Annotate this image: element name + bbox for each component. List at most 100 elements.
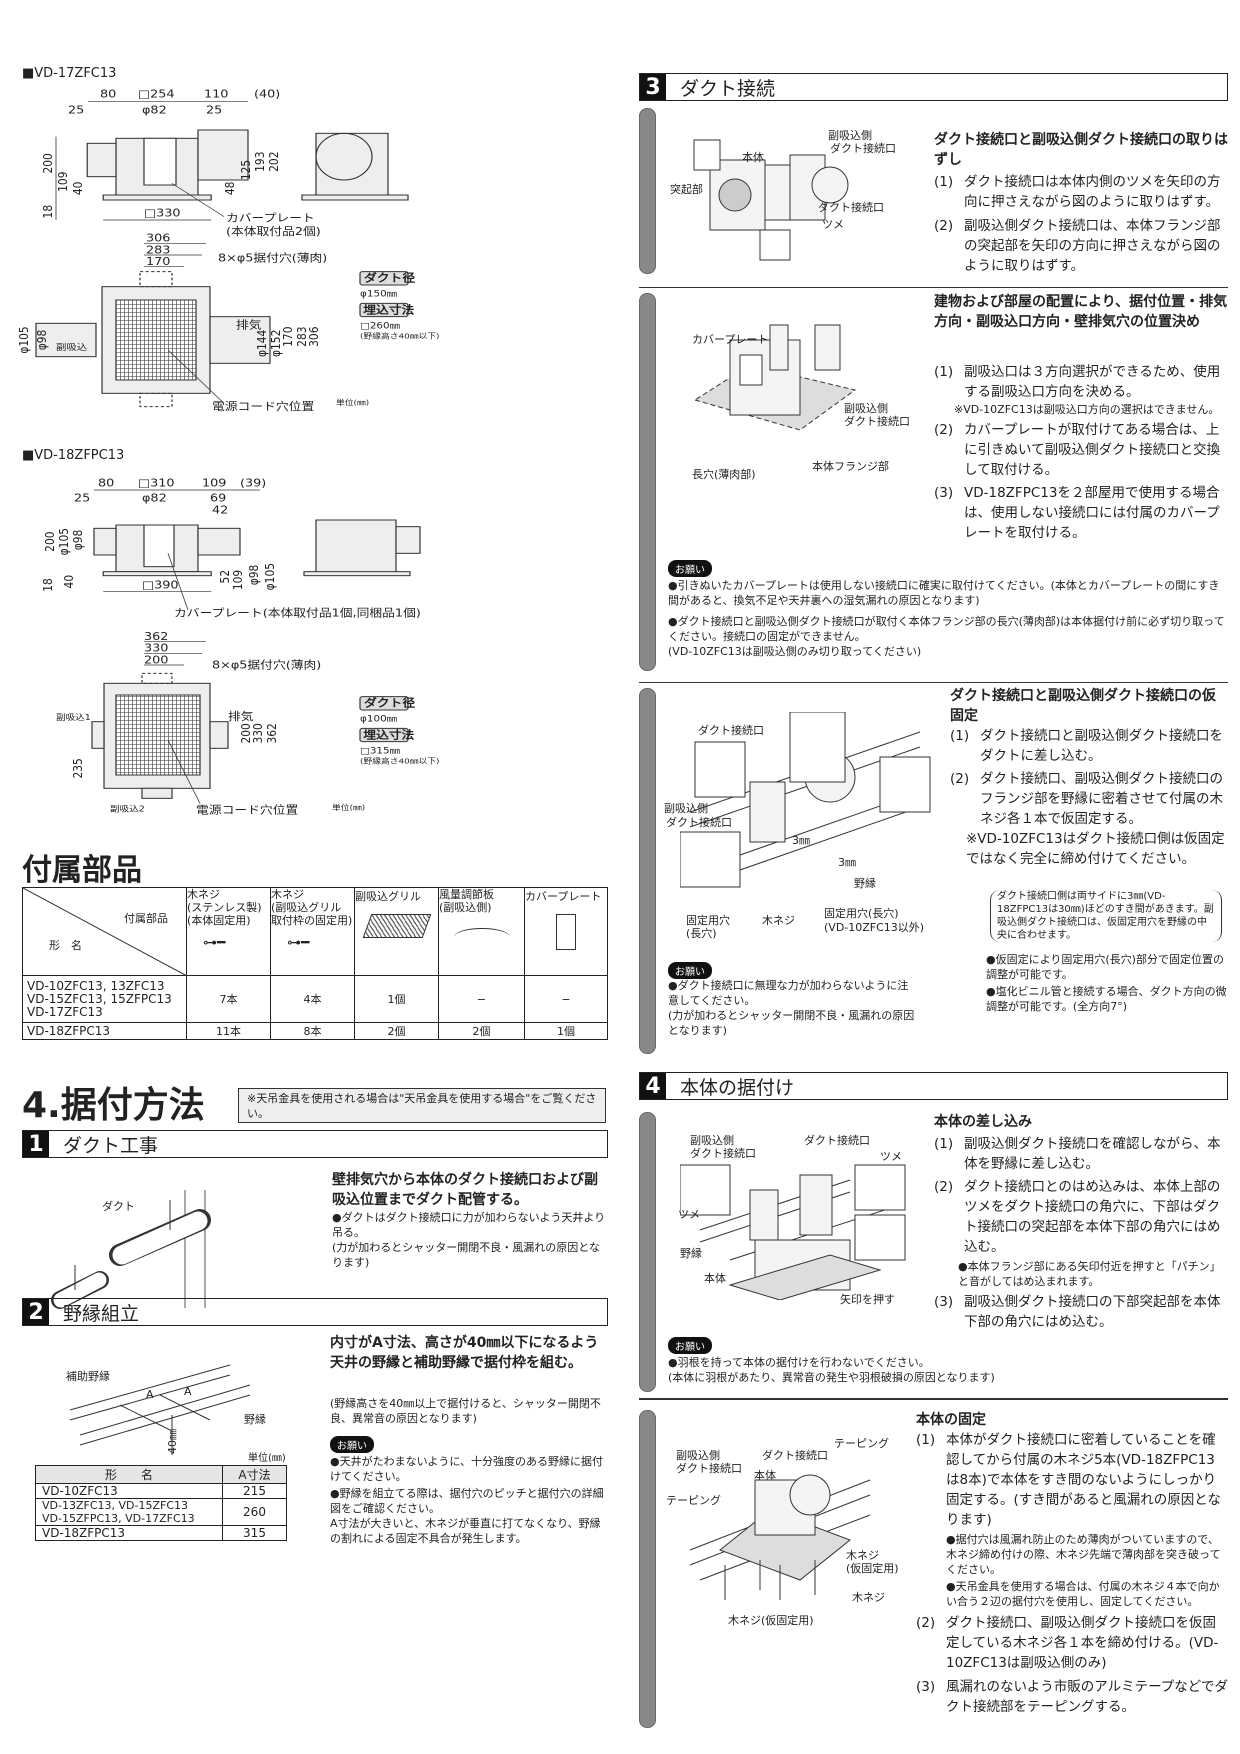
col-header: 副吸込グリル bbox=[354, 887, 439, 976]
illus-label: 副吸込側 bbox=[844, 402, 888, 415]
dim-text: φ82 bbox=[142, 492, 167, 505]
dim-text: 25 bbox=[206, 103, 222, 116]
dim-text: □310 bbox=[138, 477, 174, 490]
illus-label: テーピング bbox=[834, 1437, 889, 1450]
duct-diameter-value: φ150㎜ bbox=[360, 289, 398, 299]
text: 7本 bbox=[186, 975, 271, 1023]
divider bbox=[639, 287, 1228, 288]
dim-text: 362 bbox=[144, 630, 168, 643]
embed-size-value: □260㎜ bbox=[360, 321, 401, 331]
grille-icon bbox=[362, 914, 431, 938]
text: ダクト接続口は本体内側のツメを矢印の方向に押さえながら図のように取りはずす。 bbox=[964, 174, 1221, 210]
dim-text: 18 bbox=[40, 578, 55, 592]
temp-fix-illustration bbox=[680, 712, 931, 888]
dim-text: 330 bbox=[144, 642, 168, 655]
text: (1) bbox=[950, 728, 970, 744]
illus-label: 副吸込側 bbox=[676, 1449, 720, 1462]
dim-text: 330 bbox=[250, 723, 265, 743]
dim-text: 362 bbox=[264, 723, 279, 743]
step-items: (1) 本体がダクト接続口に密着していることを確認してから付属の木ネジ5本(VD-… bbox=[916, 1430, 1228, 1717]
text: 215 bbox=[222, 1483, 287, 1499]
illus-label: (長穴) bbox=[686, 927, 717, 940]
text: 2 bbox=[23, 1299, 49, 1325]
illus-label: カバープレート bbox=[692, 333, 769, 346]
dim-text: 25 bbox=[74, 492, 90, 505]
info-bullet: ●仮固定により固定用穴(長穴)部分で固定位置の調整が可能です。 bbox=[986, 953, 1224, 981]
embed-size-badge: 埋込寸法 bbox=[363, 728, 414, 741]
model-label-vd17: ■VD-17ZFC13 bbox=[22, 66, 117, 81]
text: ●天吊金具を使用する場合は、付属の木ネジ４本で向かい合う２辺の据付穴を使用し、固… bbox=[946, 1580, 1220, 1608]
dim-text: 200 bbox=[238, 723, 253, 743]
text: 野縁組立 bbox=[63, 1302, 140, 1325]
illus-label: 野縁 bbox=[854, 877, 876, 890]
duct-work-heading: 壁排気穴から本体のダクト接続口および副吸込位置までダクト配管する。 bbox=[332, 1172, 598, 1208]
text: 本体の据付け bbox=[680, 1076, 795, 1099]
vd17-dimension-drawing: 80 □254 110 (40) 25 φ82 25 200 109 40 18… bbox=[16, 87, 439, 412]
text: 1個 bbox=[524, 1022, 608, 1040]
dim-text: 283 bbox=[146, 243, 170, 256]
dim-text: 80 bbox=[100, 87, 116, 100]
illus-label: ツメ bbox=[822, 218, 844, 231]
text: ●本体フランジ部にある矢印付近を押すと「パチン」と音がしてはめ込まれます。 bbox=[958, 1260, 1221, 1288]
illus-label: 本体 bbox=[754, 1469, 776, 1482]
unit-label: 単位(㎜) bbox=[336, 398, 369, 407]
text: ダクト接続口、副吸込側ダクト接続口を仮固定している木ネジ各１本を締め付ける。(V… bbox=[946, 1615, 1219, 1671]
dim-text: □390 bbox=[142, 578, 178, 591]
caution-bullet: ●羽根を持って本体の据付けを行わないでください。 (本体に羽根があたり、異常音の… bbox=[668, 1356, 995, 1384]
text: 副吸込側ダクト接続口は、本体フランジ部の突起部を矢印の方向に押さえながら図のよう… bbox=[964, 218, 1221, 274]
frame-illustration bbox=[69, 1364, 251, 1455]
screw-icon: ⊶━ bbox=[287, 935, 310, 951]
step-bar-4-1 bbox=[639, 1112, 656, 1392]
caution-badge: お願い bbox=[668, 960, 712, 979]
step-heading: 建物および部屋の配置により、据付位置・排気方向・副吸込口方向・壁排気穴の位置決め bbox=[934, 294, 1228, 330]
text: 風漏れのないよう市販のアルミテープなどでダクト接続部をテーピングする。 bbox=[946, 1679, 1229, 1715]
text: 副吸込側ダクト接続口を確認しながら、本体を野縁に差し込む。 bbox=[964, 1136, 1221, 1172]
illus-label: 野縁 bbox=[680, 1247, 702, 1260]
exhaust-label: 排気 bbox=[236, 318, 262, 331]
caution-bullet: ●野縁を組立てる際は、据付穴のピッチと据付穴の詳細図をご確認ください。 A寸法が… bbox=[330, 1487, 604, 1545]
step-bar-4-2 bbox=[639, 1410, 656, 1728]
divider bbox=[639, 1398, 1228, 1400]
install-note: ※天吊金具を使用される場合は"天吊金具を使用する場合"をご覧ください。 bbox=[238, 1088, 606, 1123]
direction-illustration bbox=[693, 324, 857, 431]
text: (1) bbox=[916, 1432, 936, 1448]
dim-text: 109 bbox=[202, 477, 226, 490]
dim-text: 109 bbox=[55, 171, 70, 191]
caution-bullet: ●引きぬいたカバープレートは使用しない接続口に確実に取付けてください。(本体とカ… bbox=[668, 579, 1220, 607]
embed-size-badge: 埋込寸法 bbox=[363, 303, 414, 316]
dim-40-label: 40㎜ bbox=[166, 1429, 179, 1454]
text: 木ネジ (副吸込グリル 取付枠の固定用) bbox=[271, 888, 353, 927]
cover-plate-icon bbox=[556, 914, 576, 950]
damper-plate-icon bbox=[453, 928, 510, 946]
text: − bbox=[524, 975, 608, 1023]
text: ダクト接続 bbox=[680, 77, 776, 100]
step-items: (1)副吸込口は３方向選択ができるため、使用する副吸込口方向を決める。 ※VD-… bbox=[934, 362, 1228, 543]
text: (1) bbox=[934, 1136, 954, 1152]
illus-label: 副吸込側 bbox=[690, 1134, 734, 1147]
embed-size-note: (野縁高さ40㎜以下) bbox=[360, 331, 439, 340]
dim-text: φ105 bbox=[262, 563, 277, 590]
cover-plate-label: カバープレート(本体取付品1個,同梱品1個) bbox=[174, 607, 421, 620]
text: VD-13ZFC13, VD-15ZFC13 VD-15ZFPC13, VD-1… bbox=[35, 1498, 223, 1526]
frame-sub: (野縁高さを40㎜以上で据付けると、シャッター開閉不良、異常音の原因となります) bbox=[330, 1397, 601, 1425]
dim-text: 80 bbox=[98, 477, 114, 490]
duct-removal-illustration bbox=[693, 139, 849, 261]
step-bar-2 bbox=[639, 293, 656, 671]
caution-bullet: ●ダクト接続口に無理な力が加わらないように注意してください。 (力が加わるとシャ… bbox=[668, 979, 915, 1037]
text: (3) bbox=[934, 1294, 954, 1310]
dim-text: 283 bbox=[294, 326, 309, 346]
diagonal-line bbox=[23, 888, 187, 976]
dim-text: (40) bbox=[254, 87, 280, 100]
illus-label: 3㎜ bbox=[792, 834, 810, 847]
text: 本体がダクト接続口に密着していることを確認してから付属の木ネジ5本(VD-18Z… bbox=[946, 1432, 1221, 1528]
text: (3) bbox=[916, 1679, 936, 1695]
illus-label: 本体 bbox=[742, 151, 764, 164]
dim-text: 40 bbox=[70, 182, 85, 196]
text: 2個 bbox=[354, 1022, 439, 1040]
illus-label: 突起部 bbox=[670, 183, 703, 196]
grille bbox=[115, 299, 197, 381]
cover-plate-note: (本体取付品2個) bbox=[226, 225, 321, 238]
